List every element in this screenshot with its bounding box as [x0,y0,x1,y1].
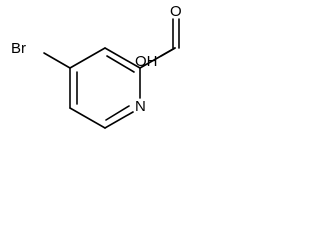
atom-label-n: N [135,98,146,115]
bond-c6-c5 [69,107,106,129]
bond-n-c6 [104,111,134,129]
bond-n-c6-double [105,105,130,121]
bond-ccarboxyl-oh [160,47,176,57]
bond-c4-br [43,52,71,69]
chemical-structure-diagram: Br N OH O [11,3,182,129]
bond-c3-c2-double [106,55,135,73]
bond-c4-c3 [69,47,106,69]
substituent-bonds [43,18,180,69]
pyridine-ring [69,47,141,129]
atom-label-br: Br [11,40,26,57]
bond-c3-c2 [104,47,141,69]
atom-label-o: O [170,3,182,20]
atom-label-oh: OH [135,53,158,70]
